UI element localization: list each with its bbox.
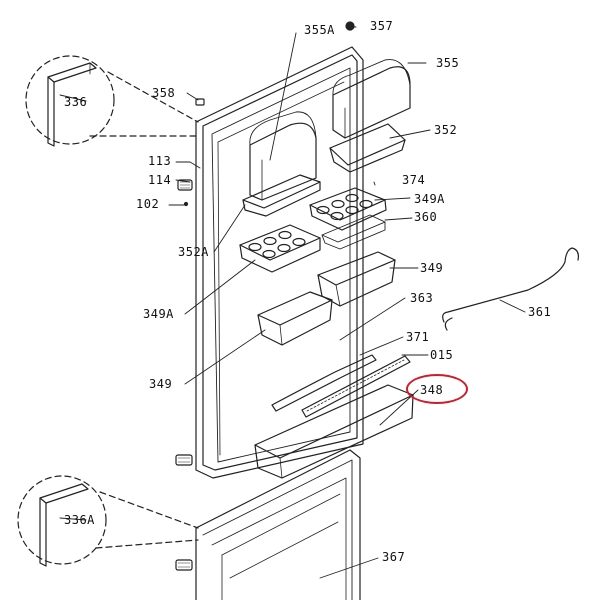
label-374: 374 <box>402 173 426 187</box>
label-336: 336 <box>64 95 88 109</box>
label-352: 352 <box>434 123 458 137</box>
leader-lines <box>59 26 526 579</box>
part-348-highlight <box>406 374 468 404</box>
label-357: 357 <box>370 19 394 33</box>
gasket-detail-336 <box>25 55 199 147</box>
dairy-cover-355A <box>249 111 317 201</box>
label-349-left: 349 <box>149 377 173 391</box>
label-015: 015 <box>430 348 454 362</box>
egg-tray-left <box>239 224 321 273</box>
hinge-hardware <box>175 21 355 571</box>
label-102: 102 <box>136 197 160 211</box>
label-336A: 336A <box>64 513 95 527</box>
lower-door-frame <box>195 449 361 600</box>
wire-rail-361 <box>442 247 579 331</box>
tray-360 <box>321 214 386 250</box>
dairy-cover-355 <box>332 59 411 139</box>
bottle-bin-348 <box>254 384 414 479</box>
label-363: 363 <box>410 291 434 305</box>
label-349: 349 <box>420 261 444 275</box>
label-361: 361 <box>528 305 552 319</box>
label-349A-right: 349A <box>414 192 445 206</box>
gasket-detail-336A <box>17 475 199 567</box>
label-355A: 355A <box>304 23 335 37</box>
label-355: 355 <box>436 56 460 70</box>
label-371: 371 <box>406 330 430 344</box>
upper-door-frame <box>195 46 364 479</box>
egg-tray-right <box>309 187 387 231</box>
label-114: 114 <box>148 173 172 187</box>
label-113: 113 <box>148 154 172 168</box>
label-349A-left: 349A <box>143 307 174 321</box>
shelf-352 <box>329 123 406 173</box>
label-352A: 352A <box>178 245 209 259</box>
door-bin-349-upper <box>317 251 396 307</box>
label-358: 358 <box>152 86 176 100</box>
label-367: 367 <box>382 550 406 564</box>
strip-015 <box>301 355 411 418</box>
label-360: 360 <box>414 210 438 224</box>
door-bin-349-middle <box>257 291 333 346</box>
rail-371 <box>271 354 377 412</box>
